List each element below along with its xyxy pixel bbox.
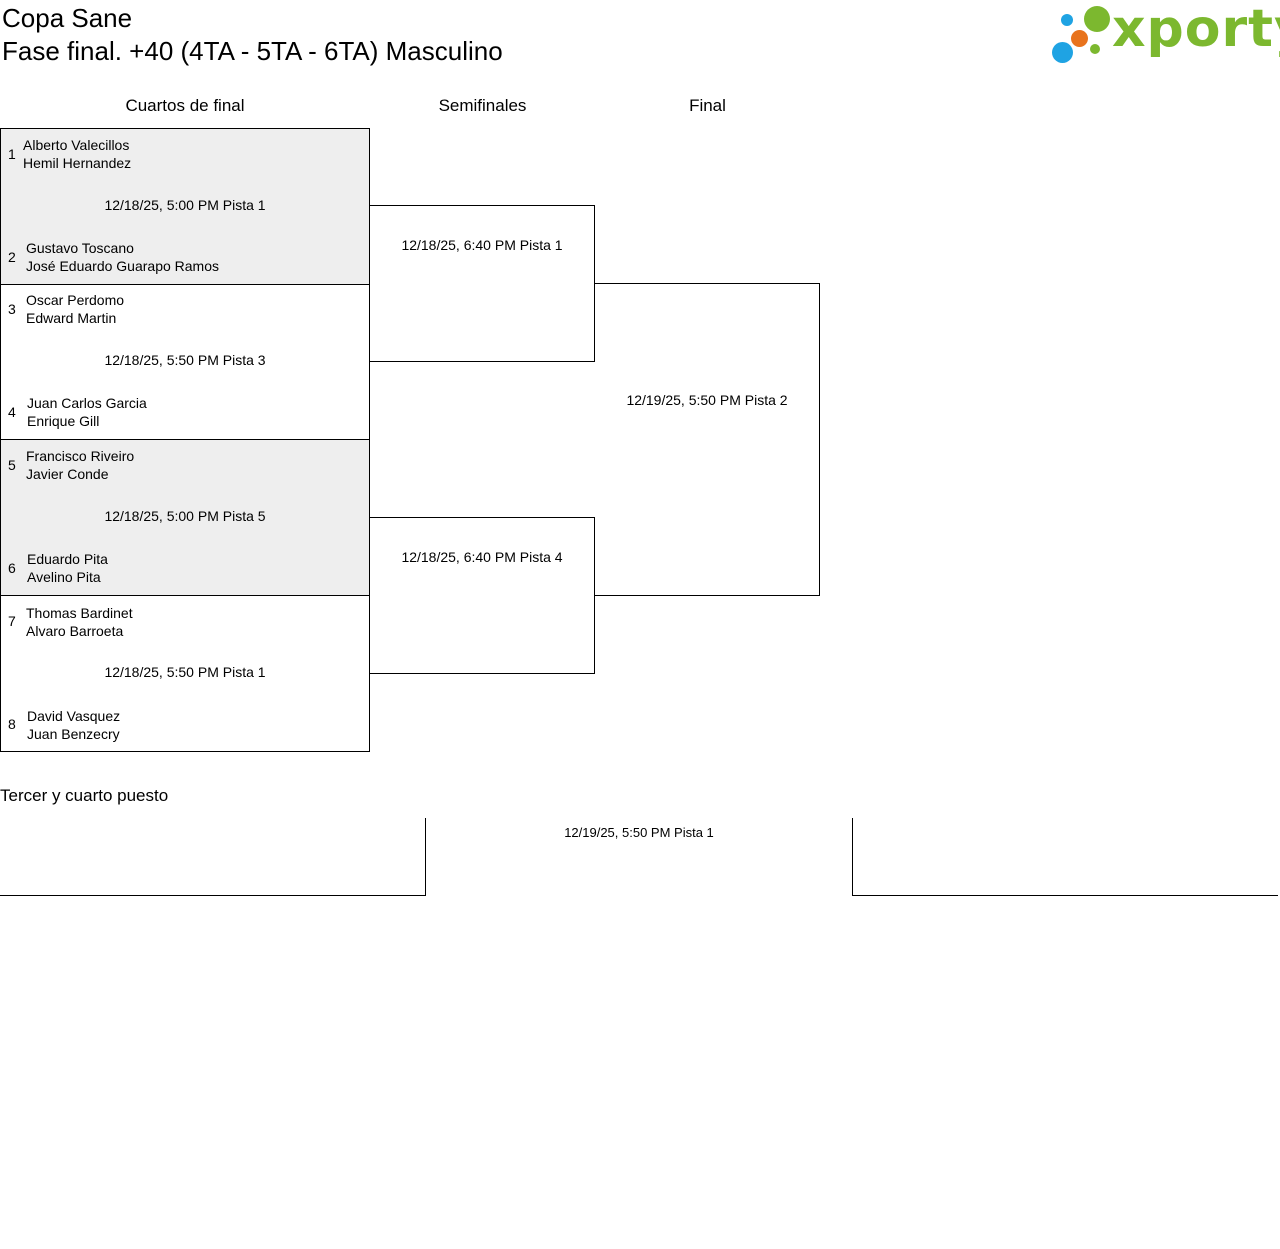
player-name: Enrique Gill [27,413,100,429]
player-name: Alberto Valecillos [23,137,130,153]
quarterfinal-match-1[interactable]: 1 Alberto Valecillos Hemil Hernandez 12/… [0,128,370,285]
quarterfinal-match-2[interactable]: 3 Oscar Perdomo Edward Martin 12/18/25, … [0,284,370,440]
player-name: Edward Martin [26,310,117,326]
player-name: Hemil Hernandez [23,155,132,171]
seed-number: 4 [8,404,16,420]
player-name: José Eduardo Guarapo Ramos [26,258,219,274]
quarterfinal-match-4[interactable]: 7 Thomas Bardinet Alvaro Barroeta 12/18/… [0,596,370,752]
team-top: Oscar Perdomo Edward Martin [26,291,124,327]
tournament-title: Copa Sane [2,3,133,33]
third-place-line-right [852,895,1278,896]
third-place-title: Tercer y cuarto puesto [0,786,169,805]
player-name: Avelino Pita [27,569,101,585]
round-header-semis: Semifinales [438,96,527,115]
player-name: Gustavo Toscano [26,240,134,256]
quarterfinal-match-3[interactable]: 5 Francisco Riveiro Javier Conde 12/18/2… [0,440,370,596]
team-bottom: David Vasquez Juan Benzecry [27,707,120,743]
seed-number: 7 [8,613,16,629]
match-info: 12/19/25, 5:50 PM Pista 2 [626,392,788,408]
player-name: David Vasquez [27,708,121,724]
player-name: Juan Benzecry [27,726,120,742]
team-bottom: Juan Carlos Garcia Enrique Gill [27,394,147,430]
third-place-divider-left [425,818,426,896]
team-bottom: Gustavo Toscano José Eduardo Guarapo Ram… [26,239,219,275]
player-name: Francisco Riveiro [26,448,135,464]
logo-dot-blue-small [1061,14,1073,26]
team-top: Francisco Riveiro Javier Conde [26,447,134,483]
logo-dot-green-small [1090,44,1100,54]
round-header-quarters: Cuartos de final [125,96,245,115]
round-header-final: Final [689,96,726,115]
match-info: 12/18/25, 6:40 PM Pista 4 [401,549,563,565]
logo-dot-green [1084,6,1110,32]
semifinal-match-1[interactable]: 12/18/25, 6:40 PM Pista 1 [370,205,595,362]
match-info: 12/18/25, 5:00 PM Pista 5 [104,508,266,524]
seed-number: 1 [8,146,16,162]
seed-number: 2 [8,249,16,265]
player-name: Javier Conde [26,466,109,482]
match-info: 12/18/25, 5:00 PM Pista 1 [104,197,266,213]
xporty-logo: xporty [1050,0,1280,66]
match-info: 12/18/25, 6:40 PM Pista 1 [401,237,563,253]
phase-title: Fase final. +40 (4TA - 5TA - 6TA) Mascul… [2,36,503,66]
logo-dot-orange [1071,30,1088,47]
player-name: Oscar Perdomo [26,292,125,308]
player-name: Juan Carlos Garcia [27,395,147,411]
seed-number: 6 [8,560,16,576]
seed-number: 5 [8,457,16,473]
third-place-divider-right [852,818,853,896]
third-place-info: 12/19/25, 5:50 PM Pista 1 [564,825,714,840]
final-match[interactable]: 12/19/25, 5:50 PM Pista 2 [595,283,820,596]
match-info: 12/18/25, 5:50 PM Pista 3 [104,352,266,368]
player-name: Eduardo Pita [27,551,108,567]
third-place-line-left [0,895,426,896]
team-top: Thomas Bardinet Alvaro Barroeta [26,604,133,640]
seed-number: 8 [8,716,16,732]
player-name: Alvaro Barroeta [26,623,124,639]
logo-dot-blue [1052,42,1073,63]
team-bottom: Eduardo Pita Avelino Pita [27,550,108,586]
logo-text: xporty [1112,0,1280,59]
semifinal-match-2[interactable]: 12/18/25, 6:40 PM Pista 4 [370,517,595,674]
player-name: Thomas Bardinet [26,605,133,621]
team-top: Alberto Valecillos Hemil Hernandez [23,136,131,172]
seed-number: 3 [8,301,16,317]
match-info: 12/18/25, 5:50 PM Pista 1 [104,664,266,680]
